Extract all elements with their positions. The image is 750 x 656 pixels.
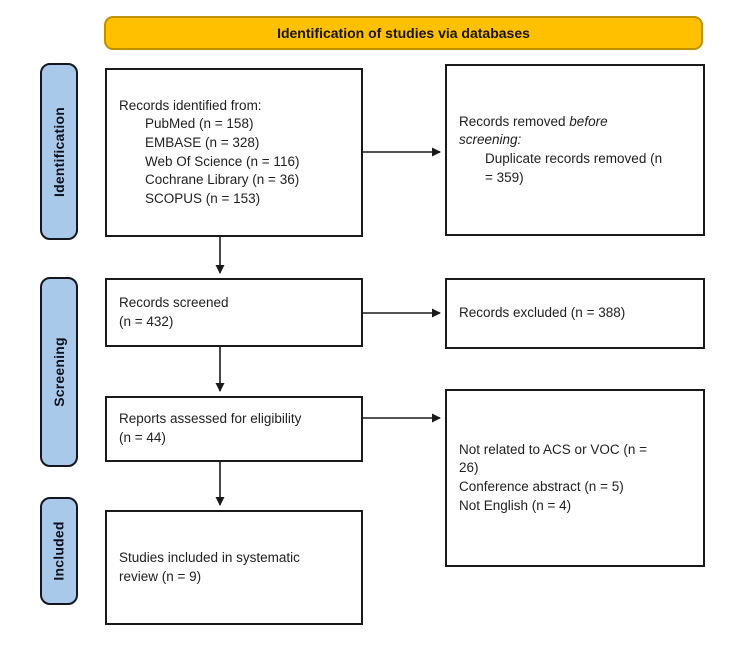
box-line: Reports assessed for eligibility xyxy=(119,411,302,427)
box-line: Not English (n = 4) xyxy=(459,497,572,513)
box-studies-included: Studies included in systematic review (n… xyxy=(105,510,363,625)
box-line: (n = 44) xyxy=(119,430,166,445)
box-line: EMBASE (n = 328) xyxy=(145,134,260,150)
banner-label: Identification of studies via databases xyxy=(277,25,530,41)
box-records-excluded: Records excluded (n = 388) xyxy=(445,278,705,349)
stage-label-identification: Identification xyxy=(40,63,78,240)
box-records-removed-before-screening: Records removed before screening: Duplic… xyxy=(445,64,705,236)
box-line: Records screened xyxy=(119,294,229,310)
box-line: = 359) xyxy=(485,169,524,185)
box-text-italic: before xyxy=(569,113,608,129)
stage-identification-text: Identification xyxy=(51,106,68,197)
box-line: Records removed before xyxy=(459,113,695,132)
box-line: Records excluded (n = 388) xyxy=(459,305,626,321)
box-line: (n = 432) xyxy=(119,313,174,329)
box-exclusion-reasons: Not related to ACS or VOC (n = 26) Confe… xyxy=(445,389,705,567)
stage-label-screening: Screening xyxy=(40,277,78,467)
box-line: PubMed (n = 158) xyxy=(145,116,254,132)
stage-screening-text: Screening xyxy=(51,337,67,407)
stage-label-included: Included xyxy=(40,497,78,605)
box-records-screened: Records screened (n = 432) xyxy=(105,278,363,347)
box-line: Conference abstract (n = 5) xyxy=(459,479,624,494)
box-line: Cochrane Library (n = 36) xyxy=(145,172,300,188)
box-line: 26) xyxy=(459,460,479,476)
box-text-italic: screening: xyxy=(459,132,522,148)
box-line: SCOPUS (n = 153) xyxy=(145,190,261,206)
box-records-identified: Records identified from: PubMed (n = 158… xyxy=(105,68,363,237)
box-line: Records identified from: xyxy=(119,97,262,113)
box-reports-assessed: Reports assessed for eligibility (n = 44… xyxy=(105,396,363,462)
box-line: screening: xyxy=(459,131,695,150)
box-line: Duplicate records removed (n xyxy=(485,151,663,166)
box-line: review (n = 9) xyxy=(119,568,202,584)
box-line: Studies included in systematic xyxy=(119,549,300,565)
banner-identification-via-databases: Identification of studies via databases xyxy=(104,16,703,50)
box-text: Records removed xyxy=(459,113,570,129)
stage-included-text: Included xyxy=(51,521,68,581)
box-line: Not related to ACS or VOC (n = xyxy=(459,441,647,457)
box-line: Web Of Science (n = 116) xyxy=(145,153,300,169)
